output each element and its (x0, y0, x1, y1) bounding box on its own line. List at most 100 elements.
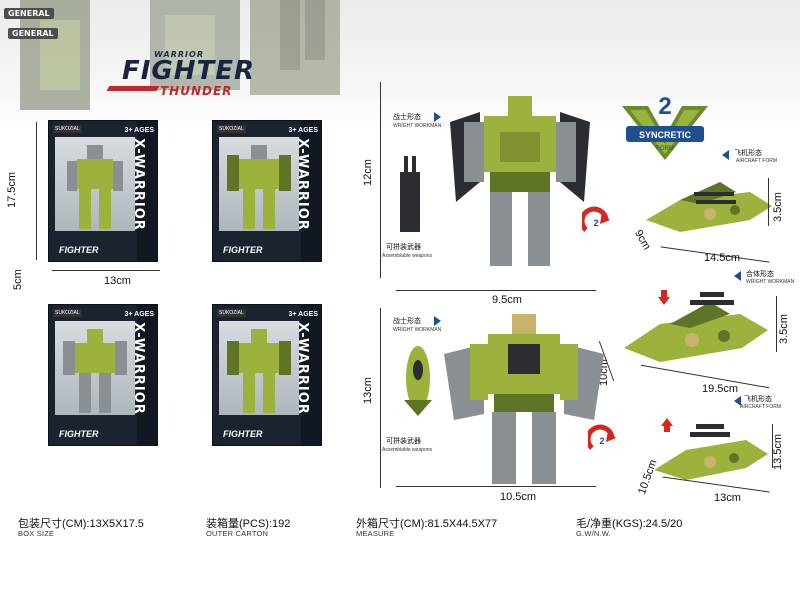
logo-red-stripe (106, 86, 160, 91)
spec-weight-en: G.W/N.W. (576, 529, 611, 538)
robot2-warrior-figure (444, 314, 604, 484)
banner-robot-art (20, 0, 340, 110)
robot2-width-dim: 10.5cm (500, 491, 537, 503)
svg-text:2: 2 (599, 436, 604, 446)
box-width-line (52, 270, 160, 271)
box-brand-label: SUKOZIAL (53, 309, 82, 317)
aircraft1-label-en: AIRCRAFT FORM (736, 158, 778, 164)
assemblable-weapon-2 (404, 346, 432, 416)
play-arrow-icon (734, 271, 741, 281)
box-age-label: 3+ AGES (124, 127, 154, 134)
robot-figure-icon (63, 329, 127, 413)
spec-measure: 外箱尺寸(CM):81.5X44.5X77 (356, 518, 498, 530)
assemblable-weapon-1 (400, 156, 420, 232)
spec-measure-en: MEASURE (356, 529, 395, 538)
transform-arrow-icon: 2 (582, 206, 610, 232)
box-depth-dim: 5cm (12, 269, 24, 290)
aircraft1-label: 飞机形态 (734, 150, 762, 157)
spec-outer-carton: 装箱量(PCS):192 (206, 518, 291, 530)
spec-box-size-en: BOX SIZE (18, 529, 55, 538)
general-badge-top: GENERAL (4, 8, 54, 19)
logo-line-fighter: FIGHTER (122, 56, 256, 86)
combo-height-line (776, 296, 777, 352)
play-arrow-icon (722, 150, 729, 160)
box-side-text: X-WARRIOR (131, 322, 147, 415)
robot2-height-line (380, 308, 381, 488)
badge-line1: SYNCRETIC (639, 130, 692, 140)
aircraft2-label: 飞机形态 (744, 396, 772, 403)
weapon1-label: 可拼装武器 (386, 244, 421, 251)
box-logo: FIGHTER (223, 245, 263, 255)
combo-length-dim: 19.5cm (702, 383, 739, 395)
robot1-height-line (380, 82, 381, 278)
box-logo: FIGHTER (223, 429, 263, 439)
product-box-2: X-WARRIOR 3+ AGES SUKOZIAL FIGHTER (212, 120, 322, 262)
robot-figure-icon (67, 145, 123, 229)
box-side-panel (137, 121, 157, 261)
badge-line2: FORM (656, 146, 674, 152)
box-side-panel (137, 305, 157, 445)
robot2-mode-label-en: WRIGHT WORKMAN (393, 327, 442, 333)
robot2-width-line (396, 486, 596, 487)
aircraft1-length-dim: 14.5cm (704, 252, 741, 264)
down-arrow-stem (661, 290, 667, 298)
play-arrow-icon (434, 316, 441, 326)
box-height-dim: 17.5cm (6, 171, 18, 208)
robot1-height-dim: 12cm (362, 159, 374, 186)
combo-label: 合体形态 (746, 271, 774, 278)
box-brand-label: SUKOZIAL (53, 125, 82, 133)
robot1-mode-label: 战士形态 (393, 114, 421, 121)
banner-background (0, 0, 800, 130)
aircraft2-label-en: AIRCRAFT FORM (740, 404, 782, 410)
aircraft1-height-dim: 3.5cm (772, 192, 784, 222)
aircraft2-length-dim: 13cm (714, 492, 741, 504)
combo-label-en: WRIGHT WORKMAN (746, 279, 795, 285)
transform-arrow-icon: 2 (588, 424, 616, 450)
box-age-label: 3+ AGES (288, 311, 318, 318)
aircraft2-height-line (772, 424, 773, 468)
robot-figure-icon (227, 145, 291, 229)
box-age-label: 3+ AGES (288, 127, 318, 134)
robot1-warrior-figure (450, 96, 590, 266)
combo-jet-figure (624, 292, 768, 362)
product-box-3: X-WARRIOR 3+ AGES SUKOZIAL FIGHTER (48, 304, 158, 446)
logo-line-warrior: WARRIOR (154, 50, 204, 59)
aircraft2-jet-figure (654, 424, 768, 480)
syncretic-form-badge: 2 SYNCRETIC FORM (622, 93, 708, 160)
up-arrow-icon (661, 418, 673, 426)
aircraft1-height-line (768, 178, 769, 226)
product-box-4: X-WARRIOR 3+ AGES SUKOZIAL FIGHTER (212, 304, 322, 446)
box-logo: FIGHTER (59, 429, 99, 439)
spec-weight: 毛/净重(KGS):24.5/20 (576, 518, 683, 530)
down-arrow-icon (658, 297, 670, 305)
badge-number: 2 (658, 93, 671, 120)
weapon2-label: 可拼装武器 (386, 438, 421, 445)
aircraft2-height-dim: 13.5cm (772, 433, 784, 470)
box-side-text: X-WARRIOR (131, 138, 147, 231)
product-box-1: X-WARRIOR 3+ AGES SUKOZIAL FIGHTER (48, 120, 158, 262)
weapon2-label-en: Assemblable weapons (382, 447, 433, 453)
robot-figure-icon (227, 329, 291, 413)
general-badge-bottom: GENERAL (8, 28, 58, 39)
logo-line-thunder: THUNDER (160, 84, 233, 98)
play-arrow-icon (434, 112, 441, 122)
box-height-line (36, 122, 37, 260)
combo-height-dim: 3.5cm (778, 314, 790, 344)
box-brand-label: SUKOZIAL (217, 125, 246, 133)
spec-outer-carton-en: OUTER CARTON (206, 529, 269, 538)
robot2-height-dim: 13cm (362, 377, 374, 404)
robot1-width-line (396, 290, 596, 291)
box-side-text: X-WARRIOR (295, 322, 311, 415)
box-side-panel (301, 305, 321, 445)
play-arrow-icon (734, 396, 741, 406)
robot2-mode-label: 战士形态 (393, 318, 421, 325)
box-brand-label: SUKOZIAL (217, 309, 246, 317)
aircraft1-jet-figure (646, 182, 772, 232)
box-side-text: X-WARRIOR (295, 138, 311, 231)
fighter-thunder-logo: WARRIOR FIGHTER THUNDER (106, 50, 268, 100)
robot1-mode-label-en: WRIGHT WORKMAN (393, 123, 442, 129)
svg-text:2: 2 (593, 218, 598, 228)
box-age-label: 3+ AGES (124, 311, 154, 318)
box-width-dim: 13cm (104, 275, 131, 287)
box-logo: FIGHTER (59, 245, 99, 255)
